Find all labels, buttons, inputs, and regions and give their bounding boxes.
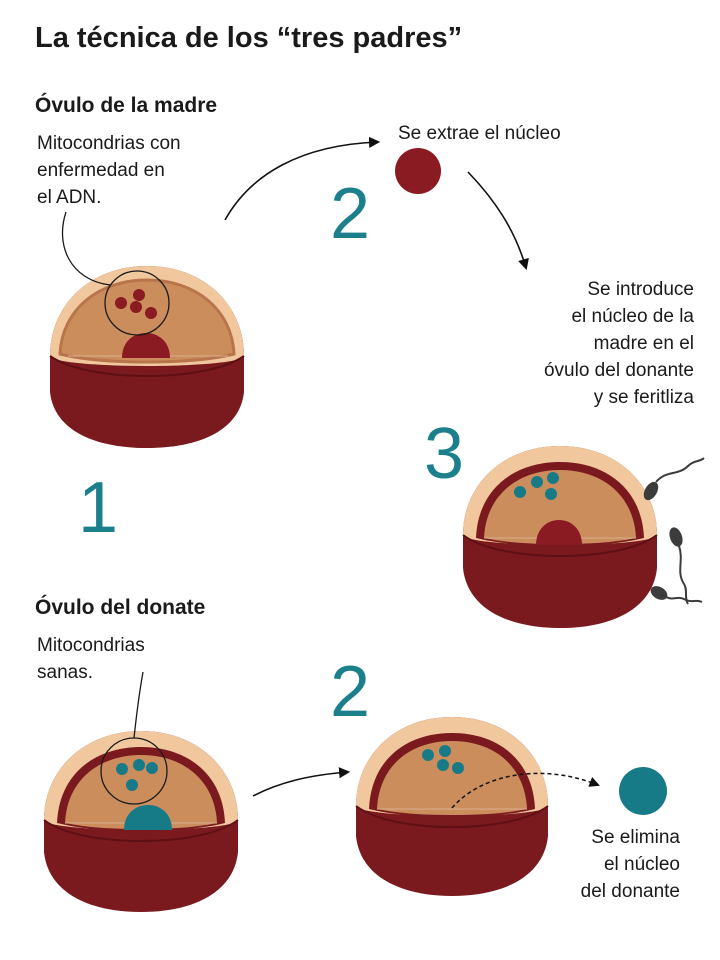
removed-donor-nucleus	[619, 767, 667, 815]
mitochondrion	[146, 762, 158, 774]
mitochondrion	[545, 488, 557, 500]
mitochondrion	[452, 762, 464, 774]
extracted-nucleus	[395, 148, 441, 194]
mother-nucleus	[122, 333, 170, 358]
mitochondrion	[439, 745, 451, 757]
introduce-nucleus-label: Se introduce el núcleo de la madre en el…	[544, 276, 694, 411]
mother-egg-heading: Óvulo de la madre	[35, 94, 218, 117]
transferred-nucleus	[536, 520, 582, 545]
sperm-cells	[643, 457, 705, 605]
label-line: el núcleo	[603, 854, 680, 875]
note-line: el ADN.	[37, 187, 102, 208]
label-line: Se elimina	[591, 827, 680, 848]
mitochondrion	[514, 486, 526, 498]
note-line: Mitocondrias	[37, 635, 145, 656]
donor-egg-heading: Óvulo del donate	[35, 596, 206, 619]
callout-line	[61, 211, 111, 286]
note-line: enfermedad en	[37, 160, 165, 181]
enucleated-donor-egg	[355, 717, 549, 896]
mitochondrion	[115, 297, 127, 309]
label-line: Se introduce	[587, 279, 694, 300]
mitochondrion	[116, 763, 128, 775]
mitochondrion	[531, 476, 543, 488]
mitochondrion	[437, 759, 449, 771]
arrow-introduce	[467, 171, 529, 271]
fertilized-egg	[462, 446, 658, 628]
step-number-1: 1	[78, 468, 119, 548]
mother-egg	[49, 211, 245, 448]
callout-line	[133, 671, 144, 739]
arrow-to-enucleated	[252, 767, 351, 797]
magnifier-circle	[104, 270, 170, 336]
mitochondrion	[133, 759, 145, 771]
remove-nucleus-label: Se elimina el núcleo del donante	[581, 824, 680, 905]
donor-nucleus	[124, 805, 172, 830]
label-line: del donante	[580, 881, 680, 902]
arrow-remove-nucleus	[451, 772, 600, 809]
mitochondrion	[130, 301, 142, 313]
donor-egg	[43, 671, 239, 912]
step-number-3: 3	[424, 414, 465, 494]
step-number-2-donor: 2	[330, 652, 371, 732]
step-number-2-extract: 2	[330, 174, 371, 254]
mitochondrion	[133, 289, 145, 301]
label-line: y se feritliza	[593, 387, 694, 408]
note-line: sanas.	[37, 662, 93, 683]
label-line: el núcleo de la	[571, 306, 694, 327]
label-line: madre en el	[593, 333, 694, 354]
page-title: La técnica de los “tres padres”	[35, 22, 463, 54]
mother-mitochondria-note: Mitocondrias con enfermedad en el ADN.	[37, 130, 181, 211]
mitochondrion	[126, 779, 138, 791]
mitochondrion	[145, 307, 157, 319]
extract-nucleus-label: Se extrae el núcleo	[398, 123, 561, 144]
label-line: óvulo del donante	[543, 360, 694, 381]
arrow-extract	[224, 136, 381, 221]
donor-mitochondria-note: Mitocondrias sanas.	[37, 632, 145, 686]
note-line: Mitocondrias con	[37, 133, 181, 154]
mitochondrion	[547, 472, 559, 484]
mitochondrion	[422, 749, 434, 761]
